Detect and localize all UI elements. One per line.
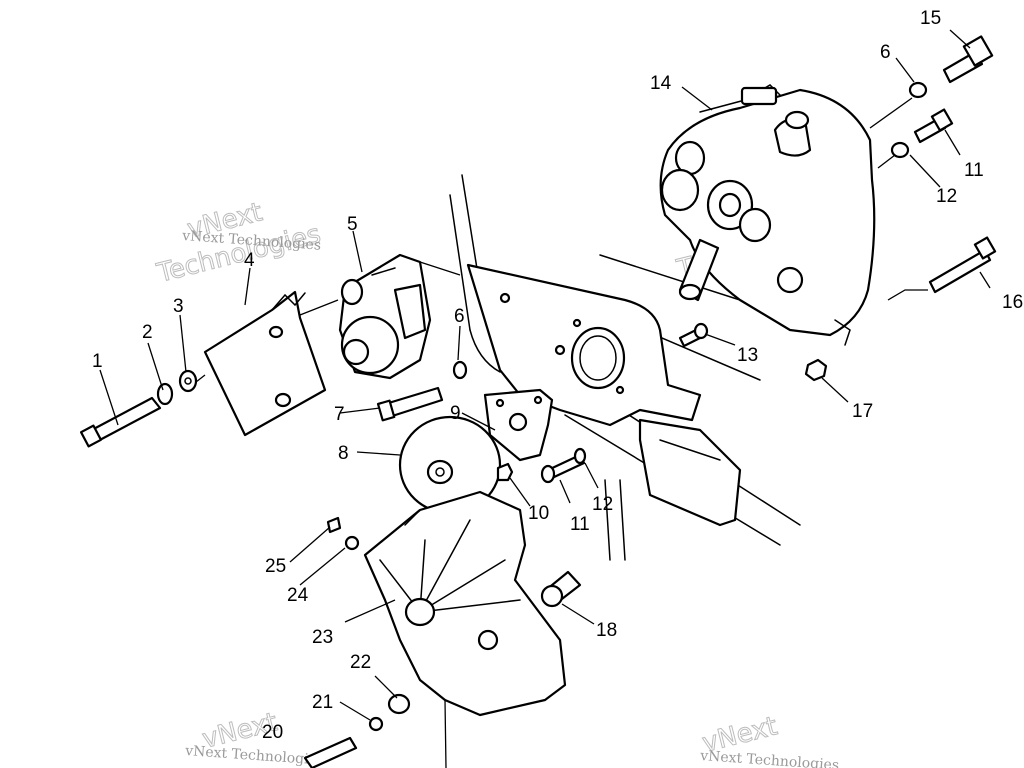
callout-10: 10 (528, 503, 549, 524)
callout-5: 5 (347, 214, 358, 235)
callout-20: 20 (262, 722, 283, 743)
callout-6: 6 (454, 306, 465, 327)
callout-13: 13 (737, 345, 758, 366)
belt-guard (303, 490, 582, 768)
callout-23: 23 (312, 627, 333, 648)
callout-4: 4 (244, 250, 255, 271)
callout-11-center: 11 (570, 514, 590, 535)
motor-assembly (338, 253, 432, 380)
callout-16: 16 (1002, 292, 1023, 313)
watermark-left: vNext Technologies vNext Technologies (153, 197, 324, 290)
callout-11-right: 11 (964, 160, 984, 181)
watermark-small-4: vNext Technologies (699, 748, 840, 768)
callout-12-right: 12 (936, 186, 957, 207)
callout-3: 3 (173, 296, 184, 317)
right-fasteners (804, 35, 997, 382)
watermark-small-3: vNext Technologies (184, 743, 325, 768)
callout-24: 24 (287, 585, 309, 606)
callout-9: 9 (450, 403, 461, 424)
transmission-housing (659, 84, 876, 346)
callout-2: 2 (142, 322, 153, 343)
callout-18: 18 (596, 620, 617, 641)
mounting-plate (466, 263, 742, 527)
bracket-assembly (79, 290, 327, 448)
callout-7: 7 (334, 404, 345, 425)
callout-6-right: 6 (880, 42, 891, 63)
callout-14: 14 (650, 73, 672, 94)
callout-12-center: 12 (592, 494, 613, 515)
callout-labels: 1 2 3 4 5 6 7 8 9 10 11 11 12 12 13 14 1… (92, 8, 1023, 743)
pulley-and-plate (376, 360, 554, 515)
callout-8: 8 (338, 443, 349, 464)
callout-21: 21 (312, 692, 333, 713)
leader-lines (99, 29, 991, 768)
callout-1: 1 (92, 351, 103, 372)
callout-15: 15 (920, 8, 941, 29)
callout-22: 22 (350, 652, 371, 673)
callout-17: 17 (852, 401, 873, 422)
center-fasteners (540, 322, 709, 484)
callout-25: 25 (265, 556, 286, 577)
